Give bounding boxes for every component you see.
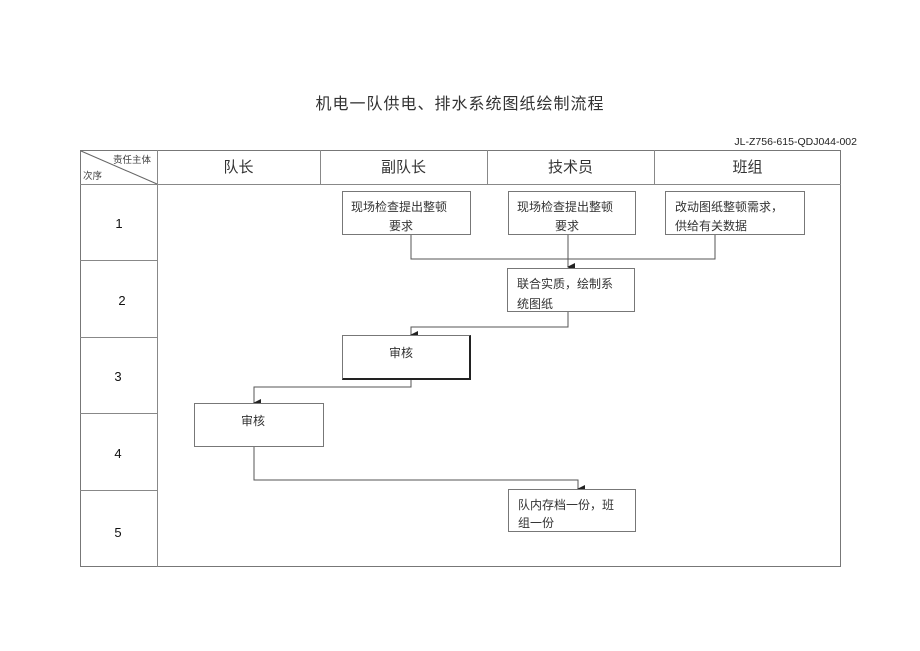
- step-column-divider: [157, 150, 158, 567]
- node-text: 要求: [555, 219, 580, 233]
- flow-table-frame: [80, 150, 841, 567]
- node-text: 组一份: [518, 516, 555, 530]
- flow-node-technician-inspection: 现场检查提出整顿 要求: [508, 191, 636, 235]
- page-title: 机电一队供电、排水系统图纸绘制流程: [315, 94, 605, 113]
- column-header-technician: 技术员: [547, 158, 593, 176]
- column-header-team: 班组: [732, 158, 763, 176]
- node-text: 供给有关数据: [675, 219, 748, 233]
- header-divider: [80, 184, 841, 185]
- edge-n6-n7: [253, 446, 585, 493]
- row-divider: [80, 260, 157, 261]
- flow-node-deputy-review: 审核: [342, 335, 471, 380]
- node-text: 审核: [389, 346, 414, 360]
- node-text: 改动图纸整顿需求，: [675, 200, 784, 214]
- flow-node-team-requirements: 改动图纸整顿需求， 供给有关数据: [665, 191, 805, 235]
- step-number: 1: [115, 216, 123, 231]
- node-text: 要求: [389, 219, 414, 233]
- edge-n5-n6: [253, 379, 412, 407]
- corner-label-responsible: 责任主体: [113, 155, 152, 166]
- column-divider: [654, 150, 655, 184]
- column-divider: [320, 150, 321, 184]
- column-header-captain: 队长: [223, 158, 254, 176]
- node-text: 队内存档一份，班: [518, 498, 615, 512]
- edge-n1-n4: [410, 234, 568, 260]
- step-number: 2: [118, 293, 126, 308]
- column-header-deputy-captain: 副队长: [380, 158, 426, 176]
- edge-n4-n5: [410, 311, 569, 339]
- node-text: 联合实质，绘制系: [517, 277, 614, 291]
- step-number: 5: [114, 525, 122, 540]
- document-code: JL-Z756-615-QDJ044-002: [734, 136, 857, 148]
- flow-node-archive: 队内存档一份，班 组一份: [508, 489, 636, 532]
- corner-label-order: 次序: [83, 171, 103, 182]
- step-number: 3: [114, 369, 122, 384]
- column-divider: [487, 150, 488, 184]
- node-text: 现场检查提出整顿: [517, 200, 614, 214]
- node-text: 统图纸: [517, 297, 554, 311]
- flow-node-draw-drawings: 联合实质，绘制系 统图纸: [507, 268, 635, 312]
- row-divider: [80, 490, 157, 491]
- step-number: 4: [114, 446, 122, 461]
- node-text: 审核: [241, 414, 266, 428]
- edge-n3-n4: [568, 234, 716, 260]
- node-text: 现场检查提出整顿: [351, 200, 448, 214]
- row-divider: [80, 337, 157, 338]
- row-divider: [80, 413, 157, 414]
- flow-node-deputy-inspection: 现场检查提出整顿 要求: [342, 191, 471, 235]
- flow-node-captain-review: 审核: [194, 403, 324, 447]
